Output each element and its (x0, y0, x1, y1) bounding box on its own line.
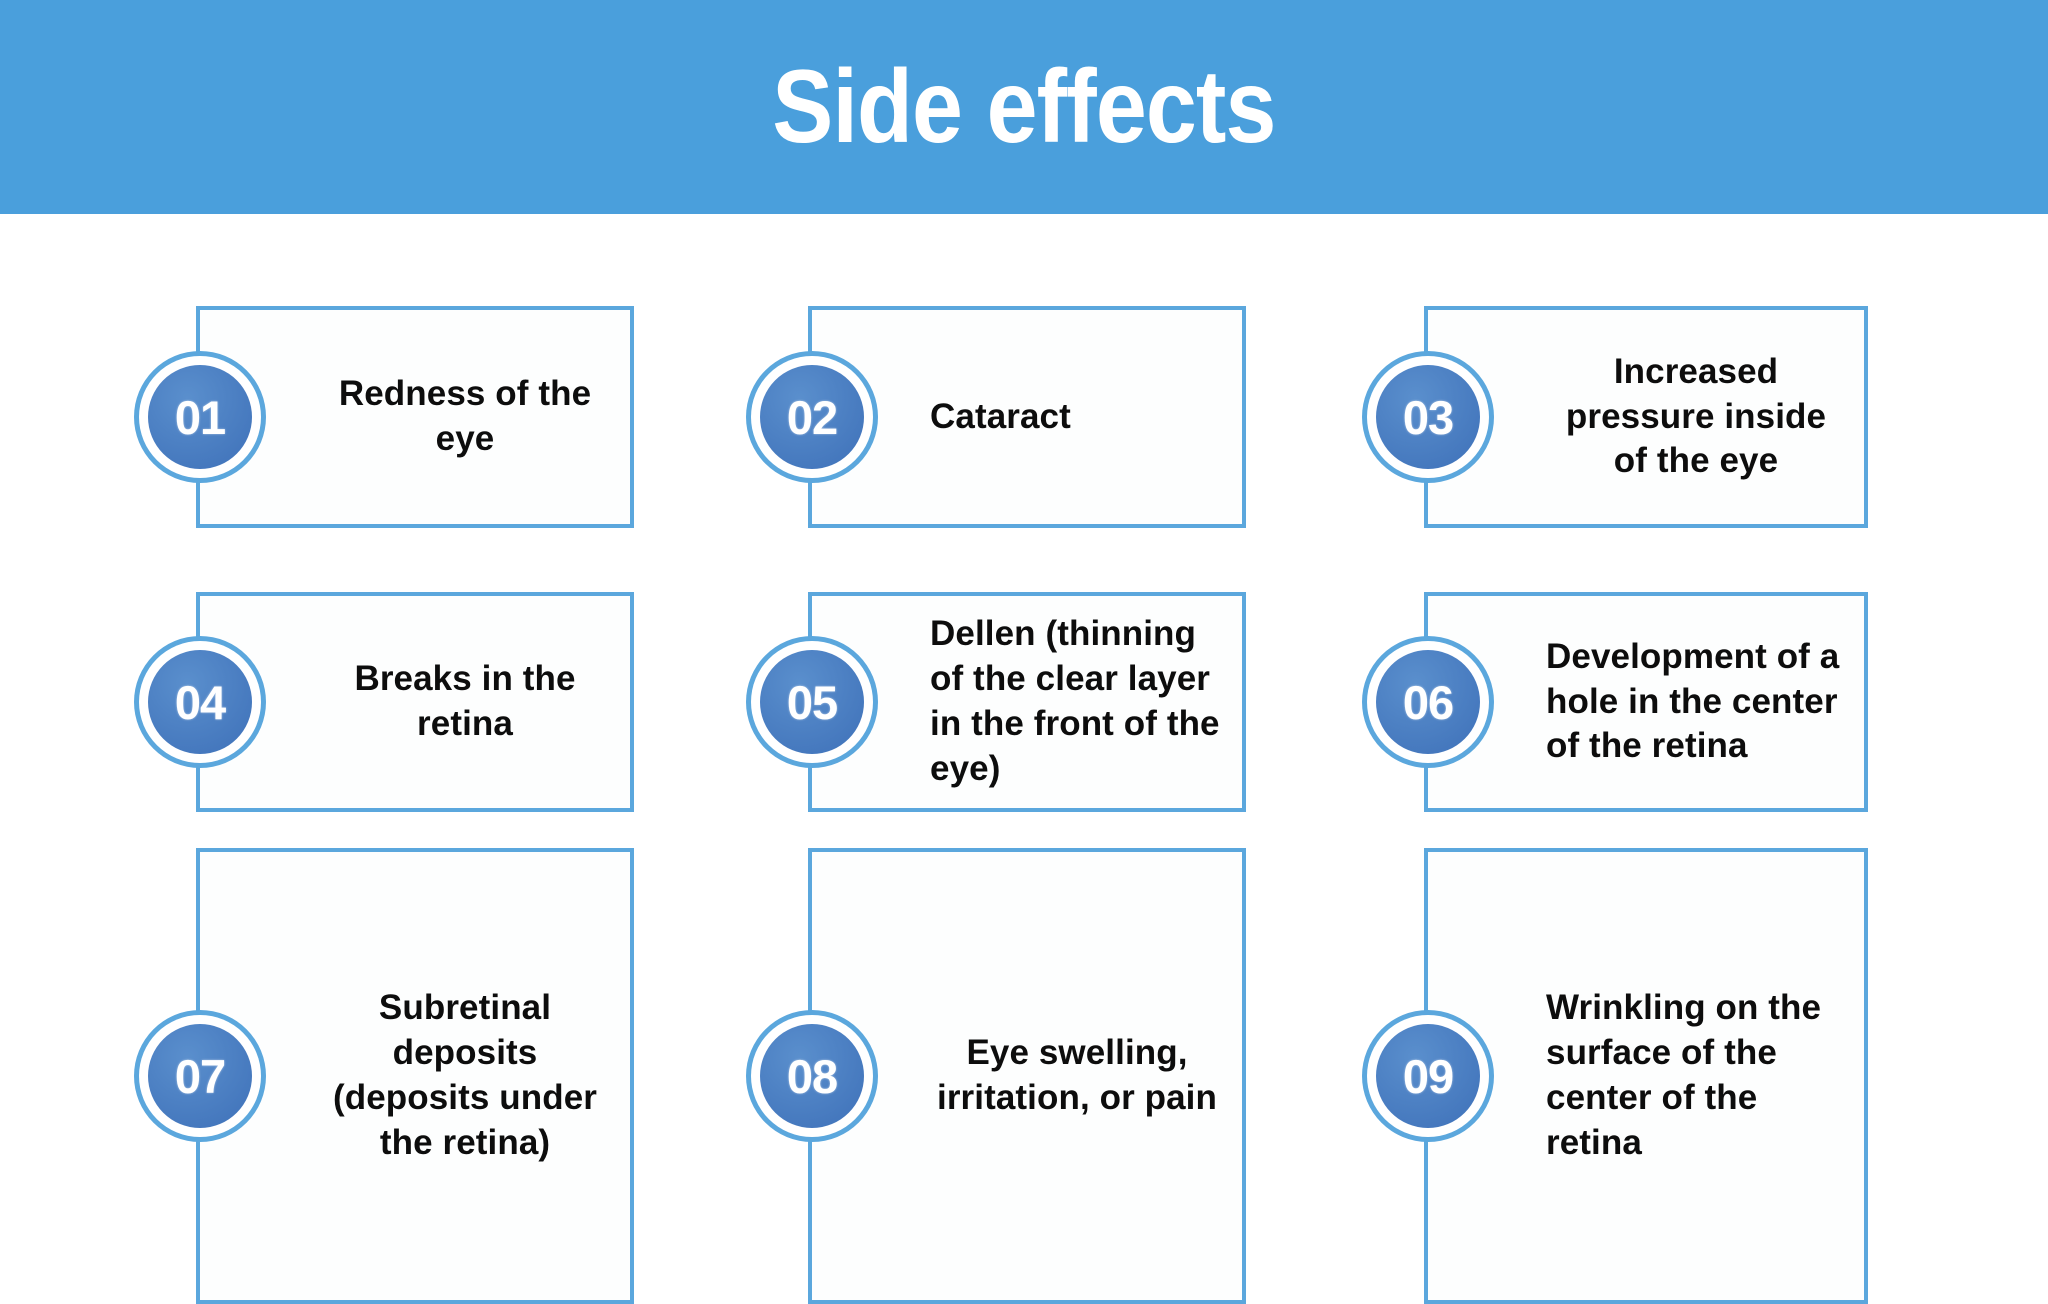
badge-04: 04 (134, 636, 266, 768)
badge-number: 06 (1402, 675, 1454, 729)
badge-core-icon (760, 1024, 864, 1128)
badge-number: 03 (1402, 390, 1454, 444)
badge-05: 05 (746, 636, 878, 768)
side-effect-card[interactable]: 03 Increased pressure inside of the eye (1362, 306, 1868, 528)
badge-core-icon (148, 650, 252, 754)
header-banner: Side effects (0, 0, 2048, 214)
badge-number: 07 (174, 1049, 226, 1103)
side-effect-card[interactable]: 08 Eye swelling, irritation, or pain (746, 848, 1246, 1304)
badge-number: 01 (174, 390, 226, 444)
page-title: Side effects (772, 49, 1276, 165)
side-effect-card[interactable]: 04 Breaks in the retina (134, 592, 634, 812)
badge-08: 08 (746, 1010, 878, 1142)
card-text: Subretinal deposits (deposits under the … (332, 988, 598, 1162)
side-effect-card[interactable]: 05 Dellen (thinning of the clear layer i… (746, 592, 1246, 812)
badge-03: 03 (1362, 351, 1494, 483)
card-text: Redness of the eye (338, 374, 592, 458)
badge-06: 06 (1362, 636, 1494, 768)
card-text: Breaks in the retina (354, 659, 576, 743)
badge-core-icon (148, 365, 252, 469)
badge-core-icon (1376, 650, 1480, 754)
badge-core-icon (1376, 1024, 1480, 1128)
side-effect-card[interactable]: 07 Subretinal deposits (deposits under t… (134, 848, 634, 1304)
badge-number: 02 (786, 390, 838, 444)
badge-02: 02 (746, 351, 878, 483)
card-text: Wrinkling on the surface of the center o… (1546, 988, 1822, 1162)
side-effect-card[interactable]: 09 Wrinkling on the surface of the cente… (1362, 848, 1868, 1304)
badge-number: 09 (1402, 1049, 1454, 1103)
card-text: Cataract (930, 396, 1071, 436)
badge-07: 07 (134, 1010, 266, 1142)
badge-number: 04 (174, 675, 226, 729)
badge-01: 01 (134, 351, 266, 483)
side-effect-card[interactable]: 02 Cataract (746, 306, 1246, 528)
card-text: Eye swelling, irritation, or pain (937, 1033, 1217, 1117)
badge-core-icon (1376, 365, 1480, 469)
badge-core-icon (760, 650, 864, 754)
card-text: Increased pressure inside of the eye (1565, 351, 1827, 481)
badge-number: 05 (786, 675, 838, 729)
card-text: Development of a hole in the center of t… (1546, 636, 1840, 766)
badge-core-icon (148, 1024, 252, 1128)
card-grid: 01 Redness of the eye 02 Cataract 03 Inc… (0, 214, 2048, 1304)
badge-09: 09 (1362, 1010, 1494, 1142)
side-effect-card[interactable]: 01 Redness of the eye (134, 306, 634, 528)
badge-number: 08 (786, 1049, 838, 1103)
side-effect-card[interactable]: 06 Development of a hole in the center o… (1362, 592, 1868, 812)
badge-core-icon (760, 365, 864, 469)
card-text: Dellen (thinning of the clear layer in t… (930, 614, 1220, 788)
